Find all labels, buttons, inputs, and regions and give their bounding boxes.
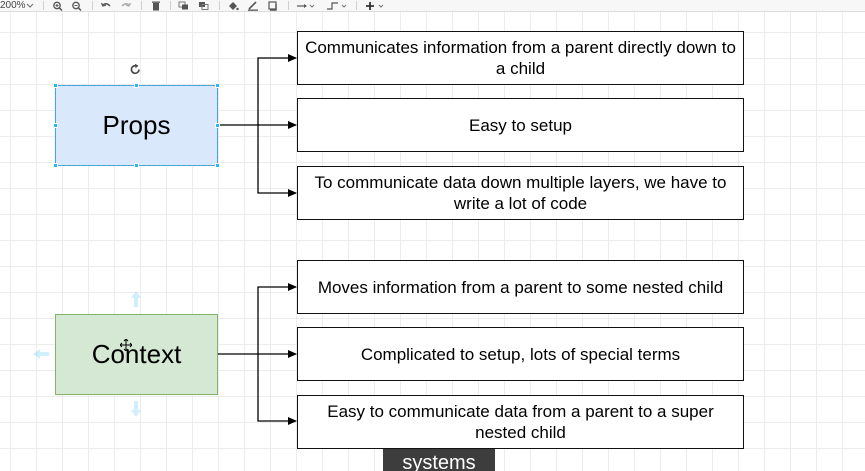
resize-handle-nw[interactable] [53,83,58,88]
props-label: Props [102,110,171,140]
zoom-out-icon [72,1,82,11]
line-color-button[interactable] [247,0,259,11]
connector-props-layers[interactable] [257,125,297,197]
context-item-2[interactable]: Complicated to setup, lots of special te… [297,327,744,381]
waypoints-dropdown[interactable] [326,0,348,11]
line-color-icon [248,0,258,11]
connector-context-super-nested[interactable] [257,354,297,425]
toolbar-divider [356,1,357,10]
zoom-dropdown[interactable]: 200% [0,0,34,11]
connector-context-nested[interactable] [257,283,297,354]
toolbar-divider [141,1,142,10]
toolbar-divider [288,1,289,10]
props-item-1[interactable]: Communicates information from a parent d… [297,31,744,85]
delete-button[interactable] [150,0,162,11]
toolbar-divider [170,1,171,10]
shadow-icon [268,0,277,11]
to-back-icon [199,1,209,10]
hover-arrow-down-icon[interactable] [130,401,142,417]
move-cursor-icon [120,339,132,351]
undo-button[interactable] [100,0,112,11]
resize-handle-e[interactable] [215,123,220,128]
caption-overlay: systems [383,449,495,471]
toolbar-divider [92,1,93,10]
resize-handle-n[interactable] [134,83,139,88]
resize-handle-ne[interactable] [215,83,220,88]
rotate-handle-icon[interactable] [129,63,142,76]
caption-text: systems [402,452,476,471]
connection-dropdown[interactable] [296,0,316,11]
redo-button[interactable] [120,0,132,11]
resize-handle-sw[interactable] [53,163,58,168]
context-label: Context [91,339,182,369]
context-item-3-text: Easy to communicate data from a parent t… [327,402,714,442]
connector-props-direct[interactable] [257,54,297,125]
shadow-button[interactable] [267,0,279,11]
hover-arrow-left-icon[interactable] [33,348,49,360]
context-item-3[interactable]: Easy to communicate data from a parent t… [297,395,744,449]
to-front-button[interactable] [178,0,190,11]
resize-handle-w[interactable] [53,123,58,128]
waypoints-icon [327,1,347,10]
redo-icon [121,2,132,7]
props-node[interactable]: Props [55,85,218,166]
toolbar-divider [219,1,220,10]
resize-handle-se[interactable] [215,163,220,168]
insert-dropdown[interactable] [364,0,386,11]
toolbar: 200% [0,0,865,12]
to-back-button[interactable] [198,0,210,11]
context-node[interactable]: Context [55,314,218,395]
context-item-1-text: Moves information from a parent to some … [317,277,724,297]
context-item-1[interactable]: Moves information from a parent to some … [297,260,744,314]
props-item-3[interactable]: To communicate data down multiple layers… [297,166,744,220]
props-item-2[interactable]: Easy to setup [297,98,744,152]
props-item-2-text: Easy to setup [468,115,572,135]
zoom-level: 200% [0,0,26,11]
insert-icon [366,1,384,10]
toolbar-divider [43,1,44,10]
zoom-out-button[interactable] [71,0,83,11]
resize-handle-s[interactable] [134,163,139,168]
props-item-3-text: To communicate data down multiple layers… [314,173,727,213]
to-front-icon [178,1,188,9]
context-item-2-text: Complicated to setup, lots of special te… [360,344,681,364]
fill-color-icon [229,1,239,10]
connection-icon [297,3,315,8]
hover-arrow-up-icon[interactable] [130,291,142,307]
zoom-in-icon [53,1,63,11]
undo-icon [100,2,111,7]
fill-color-button[interactable] [227,0,239,11]
props-item-1-text: Communicates information from a parent d… [305,38,736,78]
chevron-down-icon [26,3,34,8]
delete-icon [152,1,160,10]
zoom-in-button[interactable] [52,0,64,11]
